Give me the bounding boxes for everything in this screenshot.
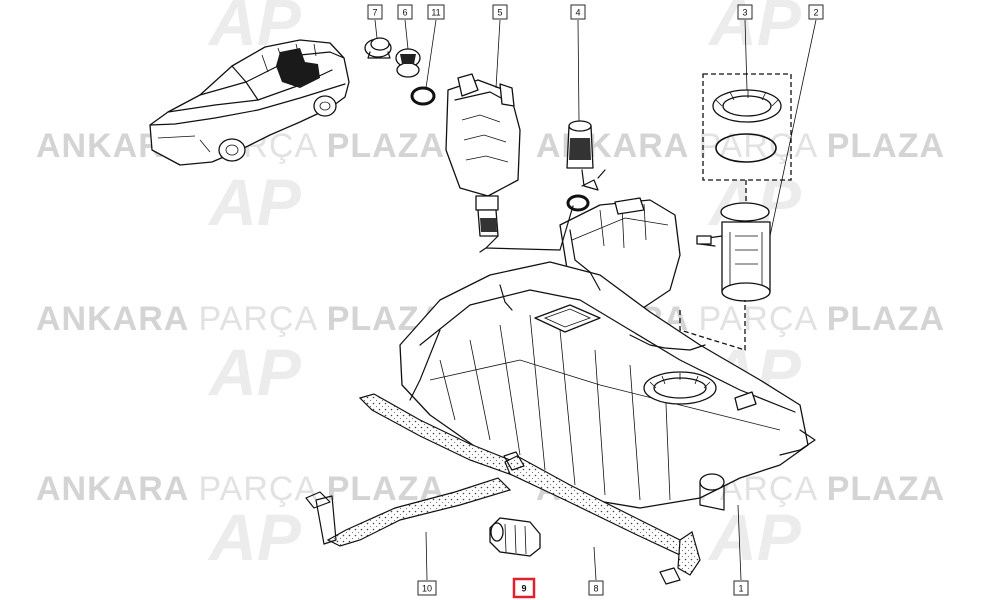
part-7-fuel-cap — [364, 37, 392, 59]
ap-logo-icon: AP — [207, 165, 302, 239]
callout-8: 8 — [588, 580, 604, 596]
svg-text:9: 9 — [521, 584, 526, 594]
callout-7: 7 — [367, 4, 383, 20]
callout-2: 2 — [808, 4, 824, 20]
svg-text:7: 7 — [372, 8, 377, 18]
watermark-row-1-0: ANKARA PARÇA PLAZA — [36, 300, 445, 338]
watermark-row-0-1: ANKARA PARÇA PLAZA — [536, 127, 945, 165]
svg-text:10: 10 — [422, 584, 432, 594]
part-10-tank-strap-left — [305, 393, 530, 547]
svg-text:4: 4 — [575, 8, 580, 18]
callout-5: 5 — [492, 4, 508, 20]
svg-text:6: 6 — [402, 8, 407, 18]
callout-9-highlighted: 9 — [512, 577, 536, 599]
leader-lines — [374, 19, 817, 581]
part-4-pipe-connector — [566, 120, 606, 212]
car-illustration — [149, 39, 350, 166]
callout-10: 10 — [417, 580, 437, 596]
assembly-guide-lines — [479, 180, 747, 351]
svg-text:8: 8 — [593, 584, 598, 594]
ap-logo-icon: AP — [207, 500, 302, 574]
callout-labels: 7 6 11 5 4 3 2 10 — [367, 4, 824, 599]
ap-logo-icon: AP — [707, 0, 802, 59]
ap-logo-icon: AP — [707, 500, 802, 574]
svg-text:5: 5 — [497, 8, 502, 18]
part-5-filler-assembly — [445, 73, 521, 237]
part-11-o-ring — [410, 86, 436, 106]
part-6-filler-neck-seal — [395, 48, 421, 78]
part-3-lock-ring-and-gasket — [702, 73, 792, 181]
part-8-tank-strap-right — [503, 451, 701, 585]
part-9-fuel-filter — [489, 517, 541, 557]
svg-text:2: 2 — [813, 8, 818, 18]
ap-logo-icon: AP — [207, 335, 302, 409]
svg-text:3: 3 — [742, 8, 747, 18]
callout-11: 11 — [427, 4, 445, 20]
watermark-row-2-0: ANKARA PARÇA PLAZA — [36, 470, 445, 508]
part-2-fuel-pump-module — [696, 202, 771, 302]
svg-text:11: 11 — [431, 8, 440, 18]
callout-4: 4 — [570, 4, 586, 20]
callout-1: 1 — [733, 580, 749, 596]
callout-3: 3 — [737, 4, 753, 20]
fuel-tank — [399, 197, 816, 511]
callout-6: 6 — [397, 4, 413, 20]
svg-text:1: 1 — [738, 584, 743, 594]
